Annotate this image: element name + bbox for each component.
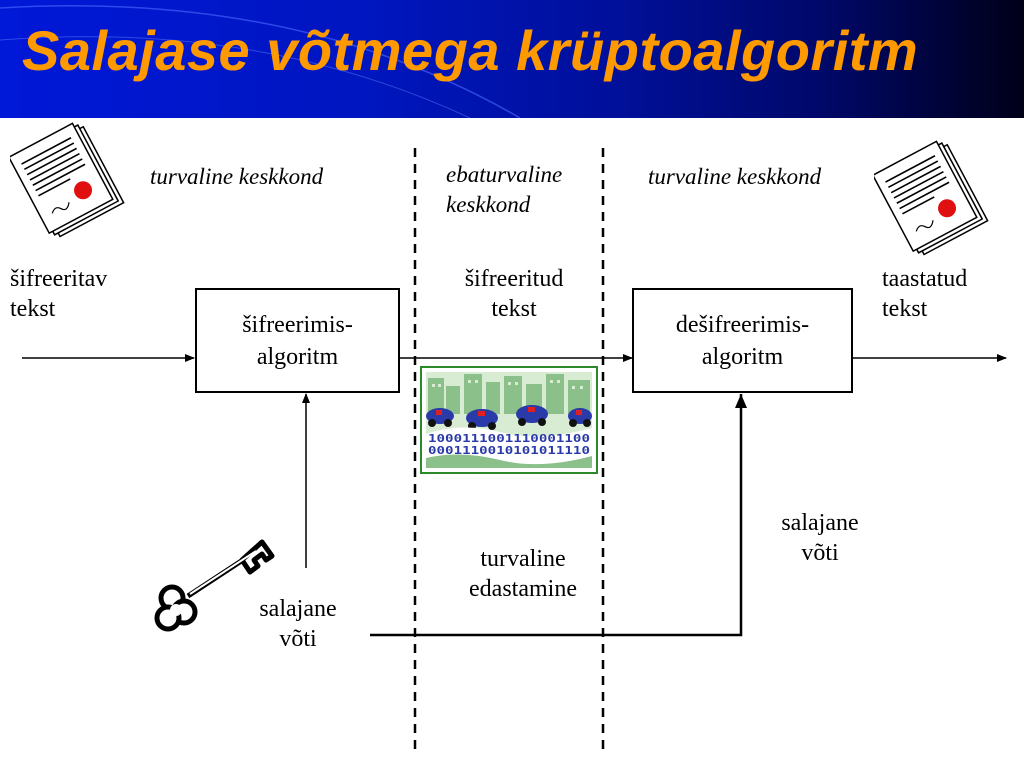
- input-text-line1: šifreeritav: [10, 266, 108, 292]
- ciphertext-label: šifreeritud tekst: [444, 264, 584, 324]
- secure-transfer-label: turvaline edastamine: [448, 544, 598, 604]
- ciphertext-line2: tekst: [491, 296, 537, 322]
- secret-key-right-line2: võti: [801, 540, 839, 566]
- certificate-document-icon: [10, 122, 125, 238]
- encrypt-box-line1: šifreerimis-: [242, 311, 353, 338]
- secret-key-right-line1: salajane: [781, 510, 859, 536]
- zone-label-right: turvaline keskkond: [648, 164, 822, 189]
- secure-transfer-line1: turvaline: [480, 546, 566, 572]
- output-text-label: taastatud tekst: [882, 264, 967, 324]
- header-decoration: [0, 5, 521, 118]
- secret-key-right-label: salajane võti: [770, 508, 870, 568]
- city-cars-binary-art: 1000111001110001100 0001110010101011110: [420, 366, 598, 474]
- encryption-algorithm-box: šifreerimis- algoritm: [195, 288, 400, 393]
- binary-row-1: 1000111001110001100: [428, 432, 590, 445]
- decrypt-box-line2: algoritm: [701, 343, 784, 370]
- zone-label-middle-line2: keskkond: [446, 192, 531, 217]
- title-bar: Salajase võtmega krüptoalgoritm: [0, 0, 1024, 118]
- output-text-line2: tekst: [882, 296, 928, 322]
- key-transfer-line: [370, 394, 743, 637]
- secret-key-left-line2: võti: [279, 626, 317, 652]
- input-text-line2: tekst: [10, 296, 56, 322]
- binary-row-2: 0001110010101011110: [428, 444, 590, 457]
- ciphertext-line1: šifreeritud: [464, 266, 564, 292]
- decrypt-box-line1: dešifreerimis-: [675, 311, 810, 338]
- input-text-label: šifreeritav tekst: [10, 264, 107, 324]
- decryption-algorithm-box: dešifreerimis- algoritm: [632, 288, 853, 393]
- encrypt-box-line2: algoritm: [256, 343, 339, 370]
- secure-transfer-line2: edastamine: [469, 576, 577, 602]
- zone-label-middle: ebaturvaline keskkond: [446, 160, 562, 220]
- output-text-line1: taastatud: [882, 266, 968, 292]
- secret-key-left-line1: salajane: [259, 596, 337, 622]
- zone-label-left: turvaline keskkond: [150, 164, 324, 189]
- secret-key-left-label: salajane võti: [248, 594, 348, 654]
- key-icon: [154, 539, 275, 632]
- zone-label-middle-line1: ebaturvaline: [446, 162, 563, 187]
- page-title: Salajase võtmega krüptoalgoritm: [22, 19, 919, 82]
- arrow-key-decrypt-head: [735, 394, 747, 408]
- city-cars-binary-icon: 1000111001110001100 0001110010101011110: [420, 366, 598, 474]
- certificate-document-icon: [874, 140, 989, 256]
